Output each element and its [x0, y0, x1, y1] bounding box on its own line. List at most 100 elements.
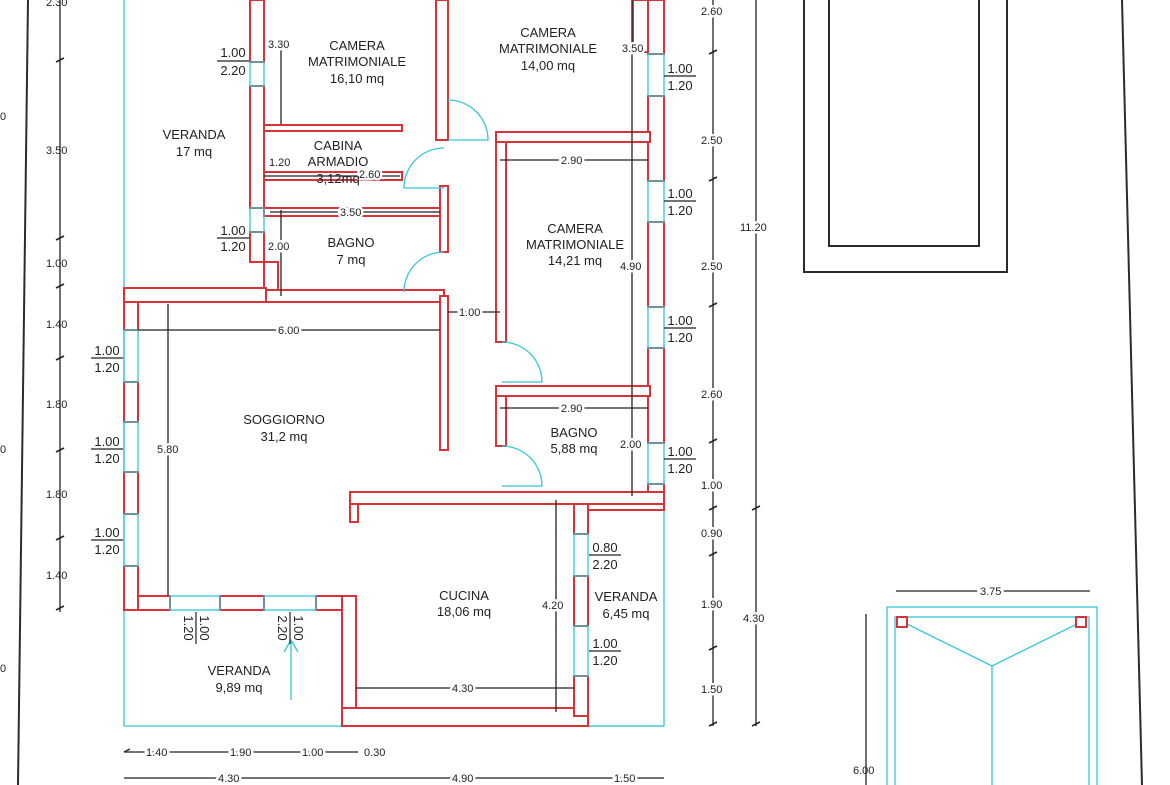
left-edge-label: 0: [0, 444, 6, 456]
window-width: 1.00: [220, 45, 245, 60]
bottom-dim-label: 1.90: [230, 747, 251, 759]
bottom-dim-label: 4.30: [218, 773, 239, 785]
inner-dim-label: 3.30: [268, 39, 289, 51]
room-name: VERANDA: [595, 589, 658, 604]
window-label-cucina2: 1.00 1.20: [589, 636, 621, 668]
left-edge-label: 0: [0, 663, 6, 675]
right-total-dim-label: 11.20: [740, 222, 767, 234]
window-label-cam1: 1.00 2.20: [217, 45, 249, 78]
bottom-dim-label: 1.40: [146, 747, 167, 759]
inner-dim-label: 2.90: [561, 155, 582, 167]
left-dim-label: 1.40: [46, 319, 67, 331]
window-height: 2.20: [275, 615, 290, 640]
window-height: 1.20: [667, 330, 692, 345]
walls: [123, 0, 665, 727]
carport-pillar: [1075, 616, 1087, 628]
carport-pillar: [896, 616, 908, 628]
inner-dim-label: 6.00: [278, 325, 299, 337]
room-name: MATRIMONIALE: [308, 54, 406, 69]
room-name: VERANDA: [208, 663, 271, 678]
window-height: 1.20: [94, 542, 119, 557]
inner-dim-label: 2.00: [620, 439, 641, 451]
window-width: 1.00: [197, 615, 212, 640]
room-name: CAMERA: [329, 38, 385, 53]
room-name: BAGNO: [551, 425, 598, 440]
room-camera-1: CAMERA MATRIMONIALE 16,10 mq: [308, 38, 406, 86]
bottom-dimension-rows: [123, 748, 664, 779]
window-label-sog2: 1.00 1.20: [91, 434, 123, 466]
room-area: 16,10 mq: [330, 71, 384, 86]
room-name: CAMERA: [520, 25, 576, 40]
inner-dim-label: 2.90: [561, 403, 582, 415]
window-height: 1.20: [667, 203, 692, 218]
right-dim-label: 2.60: [701, 6, 722, 18]
room-area: 31,2 mq: [261, 429, 308, 444]
right-dim-label: 1.00: [701, 480, 722, 492]
inner-dim-label: 2.60: [359, 169, 380, 181]
carport-depth-label: 6.00: [853, 765, 874, 777]
bottom-dim-label: 0.30: [364, 747, 385, 759]
room-bagno-1: BAGNO 7 mq: [328, 235, 375, 267]
left-dim-label: 3.50: [46, 145, 67, 157]
window-width: 1.00: [220, 223, 245, 238]
window-height: 1.20: [592, 653, 617, 668]
room-name: ARMADIO: [308, 154, 369, 169]
room-area: 3,12mq: [316, 171, 359, 186]
property-line-left: [17, 0, 29, 785]
room-cabina-armadio: CABINA ARMADIO 3,12mq: [308, 138, 369, 186]
left-dim-label: 2.30: [46, 0, 67, 9]
room-name: SOGGIORNO: [243, 412, 325, 427]
room-soggiorno: SOGGIORNO 31,2 mq: [243, 412, 325, 444]
room-name: MATRIMONIALE: [526, 237, 624, 252]
pool: [803, 0, 1008, 273]
left-dimension-column: [55, 0, 65, 612]
bottom-dim-label: 4.90: [452, 773, 473, 785]
room-veranda-s: VERANDA 9,89 mq: [208, 663, 271, 695]
carport-width-label: 3.75: [980, 586, 1001, 598]
room-name: CUCINA: [439, 588, 489, 603]
window-width: 0.80: [592, 540, 617, 555]
room-name: CAMERA: [547, 221, 603, 236]
carport: 3.75 6.00: [853, 583, 1098, 785]
right-dim-label: 2.60: [701, 389, 722, 401]
bottom-dim-label: 1.50: [614, 773, 635, 785]
window-label-sog-s2: 1.00 2.20: [275, 612, 306, 644]
room-camera-2: CAMERA MATRIMONIALE 14,00 mq: [499, 25, 597, 73]
right-dim-label: 2.50: [701, 135, 722, 147]
window-glass: [123, 53, 665, 677]
window-height: 1.20: [181, 615, 196, 640]
room-veranda-nw: VERANDA 17 mq: [163, 127, 226, 159]
window-height: 1.20: [220, 239, 245, 254]
window-label-cam3a: 1.00 1.20: [664, 186, 696, 218]
window-height: 2.20: [592, 557, 617, 572]
inner-dim-label: 2.00: [268, 241, 289, 253]
room-area: 6,45 mq: [603, 606, 650, 621]
bottom-dim-label: 1.00: [302, 747, 323, 759]
right-dim-label: 0.90: [701, 528, 722, 540]
room-area: 14,00 mq: [521, 58, 575, 73]
window-height: 1.20: [667, 461, 692, 476]
window-label-cam3b: 1.00 1.20: [664, 313, 696, 345]
left-edge-label: 0: [0, 111, 6, 123]
right-dim-label: 1.50: [701, 684, 722, 696]
room-cucina: CUCINA 18,06 mq: [437, 588, 491, 619]
window-width: 1.00: [291, 615, 306, 640]
window-width: 1.00: [94, 343, 119, 358]
property-line-right: [1121, 0, 1143, 785]
inner-dim-label: 4.20: [542, 600, 563, 612]
room-area: 7 mq: [337, 252, 366, 267]
room-area: 18,06 mq: [437, 604, 491, 619]
inner-dim-label: 3.50: [622, 43, 643, 55]
window-width: 1.00: [667, 444, 692, 459]
window-label-bagno1: 1.00 1.20: [217, 223, 249, 254]
left-dim-label: 1.40: [46, 570, 67, 582]
window-label-sog1: 1.00 1.20: [91, 343, 123, 375]
room-area: 17 mq: [176, 144, 212, 159]
window-height: 2.20: [220, 63, 245, 78]
inner-dim-label: 3.50: [340, 207, 361, 219]
window-label-cam2: 1.00 1.20: [664, 61, 696, 93]
room-name: BAGNO: [328, 235, 375, 250]
inner-dim-label: 1.20: [269, 157, 290, 169]
room-area: 14,21 mq: [548, 253, 602, 268]
